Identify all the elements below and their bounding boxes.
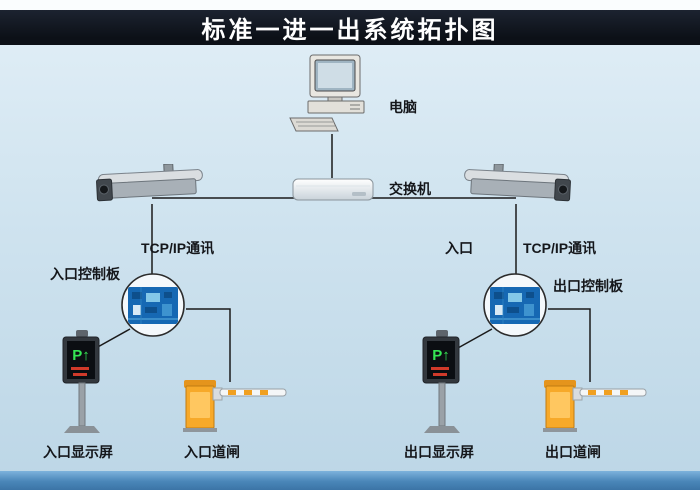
switch-icon [290,174,376,211]
label-entrance: 入口 [445,240,473,256]
exit-display-icon: P↑ [420,330,466,439]
label-tcpip-left: TCP/IP通讯 [141,240,215,256]
edge-board-gate-left [186,308,231,382]
label-exit-control-board: 出口控制板 [553,278,623,294]
camera-right-icon [460,163,572,219]
label-computer: 电脑 [389,99,417,115]
footer-bar [0,471,700,490]
exit-display-screen-text: P↑ [432,347,450,364]
title-bar: 标准一进一出系统拓扑图 [0,10,700,45]
computer-icon [288,54,380,141]
page-title: 标准一进一出系统拓扑图 [201,17,499,44]
label-switch: 交换机 [389,181,431,197]
exit-gate-icon [542,376,648,439]
label-entrance-display: 入口显示屏 [43,444,113,460]
label-entrance-gate: 入口道闸 [184,444,240,460]
entrance-control-board-icon [120,272,186,343]
label-entrance-control-board: 入口控制板 [50,266,120,282]
entrance-display-icon: P↑ [60,330,106,439]
camera-left-icon [95,163,207,219]
entrance-gate-icon [182,376,288,439]
label-exit-gate: 出口道闸 [545,444,601,460]
label-tcpip-right: TCP/IP通讯 [523,240,597,256]
edge-board-gate-right [548,308,591,382]
top-strip [0,0,700,10]
label-exit-display: 出口显示屏 [404,444,474,460]
entrance-display-screen-text: P↑ [72,347,90,364]
exit-control-board-icon [482,272,548,343]
